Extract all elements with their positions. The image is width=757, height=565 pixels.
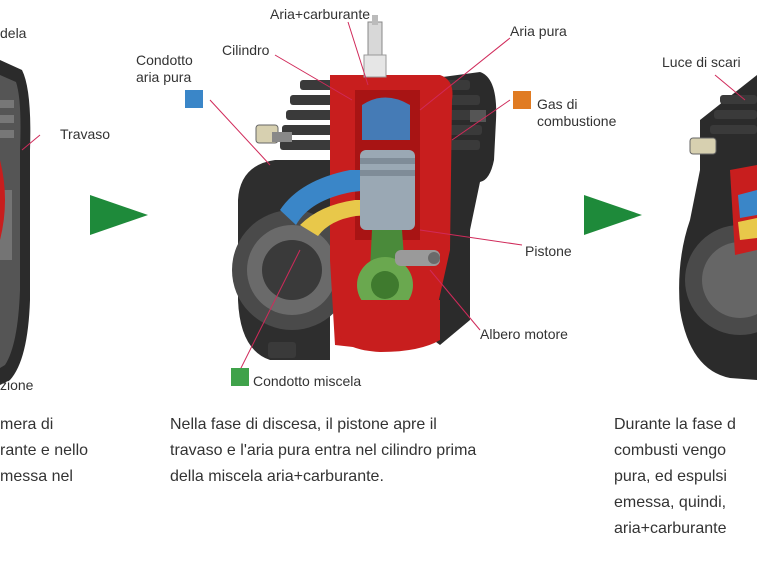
right-label-exhaust-port: Luce di scari bbox=[662, 54, 741, 70]
label-clean-air-duct: Condotto aria pura bbox=[136, 52, 193, 85]
right-desc-line: Durante la fase d bbox=[614, 416, 736, 433]
label-piston: Pistone bbox=[525, 243, 572, 259]
right-desc-line: pura, ed espulsi bbox=[614, 468, 727, 485]
arrow-icon bbox=[584, 195, 642, 235]
label-crankshaft: Albero motore bbox=[480, 326, 568, 342]
label-mixture-duct: Condotto miscela bbox=[253, 373, 362, 389]
label-clean-air: Aria pura bbox=[510, 23, 567, 39]
label-exhaust-gas: Gas di combustione bbox=[537, 96, 617, 129]
left-desc-line: mera di bbox=[0, 416, 54, 433]
left-label-transfer: Travaso bbox=[60, 126, 111, 142]
label-cylinder: Cilindro bbox=[222, 42, 270, 58]
center-desc-line: Nella fase di discesa, il pistone apre i… bbox=[170, 416, 437, 433]
label-air-fuel: Aria+carburante bbox=[270, 6, 371, 22]
right-desc-line: combusti vengo bbox=[614, 442, 727, 459]
right-desc-line: aria+carburante bbox=[614, 520, 727, 537]
leader-lines bbox=[21, 21, 523, 371]
center-desc-line: travaso e l'aria pura entra nel cilindro… bbox=[170, 442, 477, 459]
right-engine bbox=[679, 74, 757, 380]
left-label-bottom: zione bbox=[0, 377, 34, 393]
center-engine bbox=[232, 15, 497, 360]
left-label-top: dela bbox=[0, 25, 27, 41]
left-desc-line: rante e nello bbox=[0, 442, 89, 459]
fresh-air-swatch bbox=[185, 90, 203, 108]
left-desc-line: messa nel bbox=[0, 468, 73, 485]
arrow-icon bbox=[90, 195, 148, 235]
center-desc-line: della miscela aria+carburante. bbox=[170, 468, 384, 485]
exhaust-gas-swatch bbox=[513, 91, 531, 109]
right-desc-line: emessa, quindi, bbox=[614, 494, 727, 511]
mixture-duct-swatch bbox=[231, 368, 249, 386]
left-engine bbox=[0, 60, 31, 385]
